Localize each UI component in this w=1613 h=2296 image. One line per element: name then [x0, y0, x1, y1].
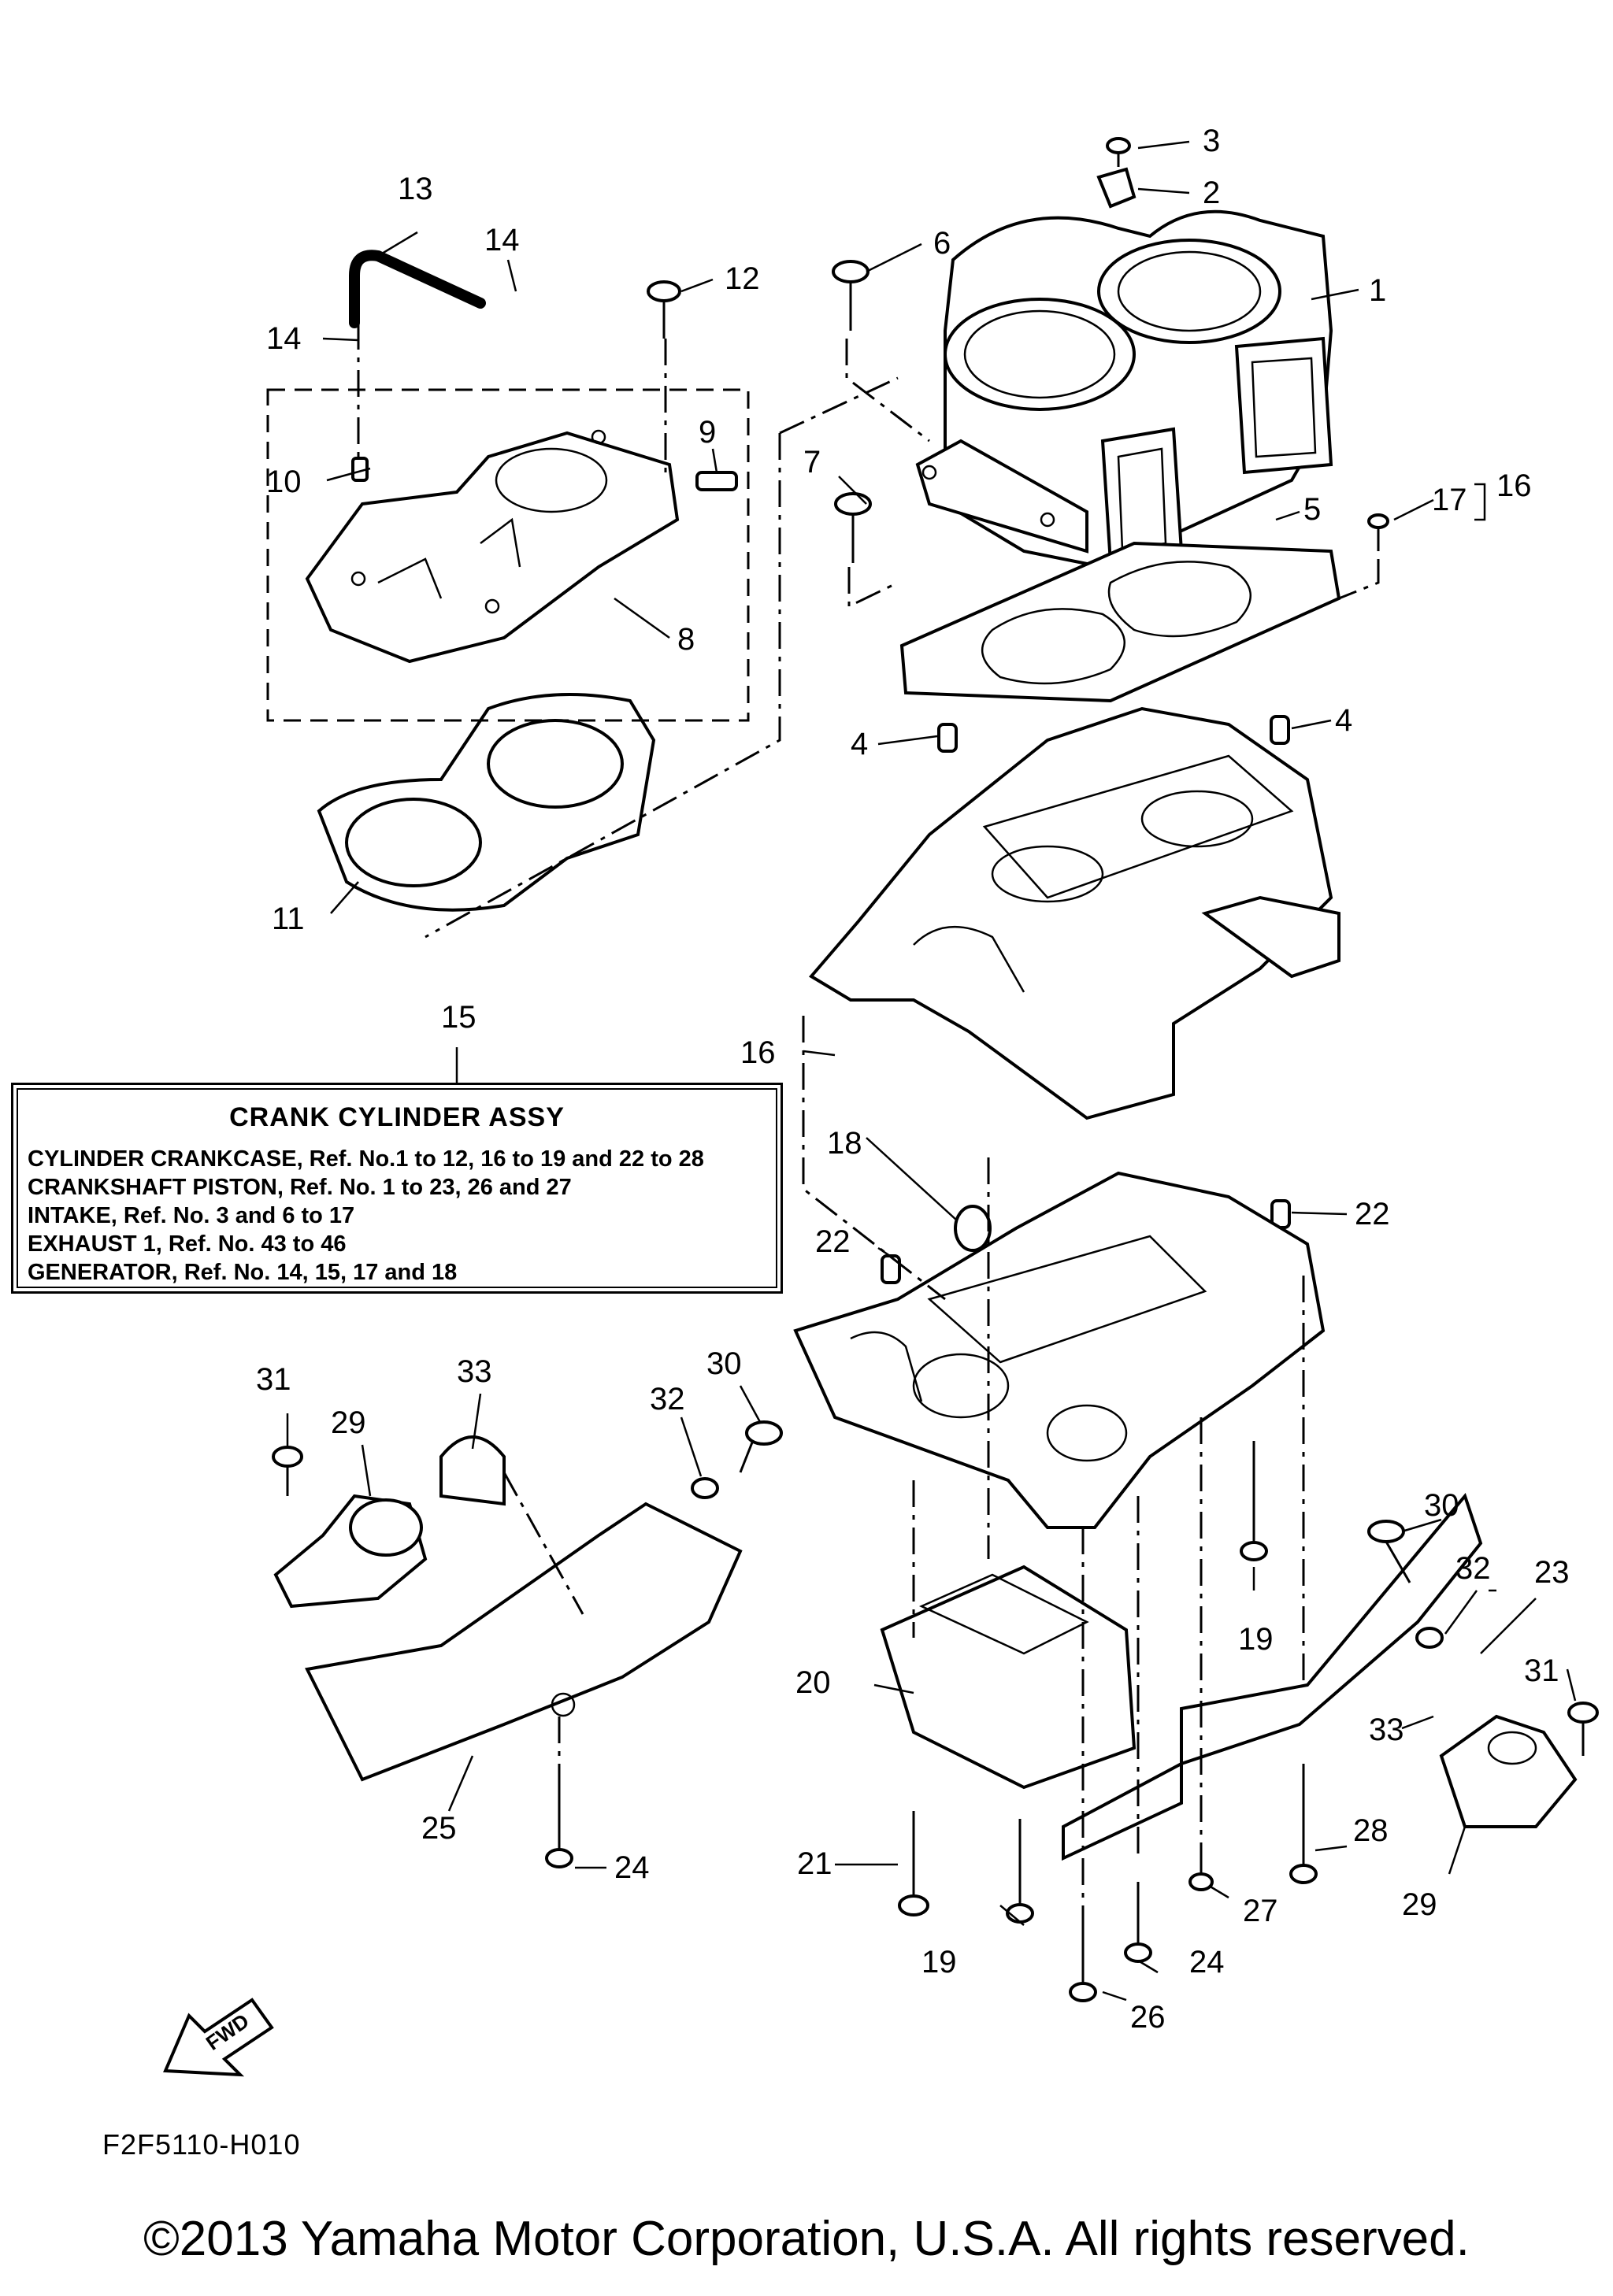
callout-23: 23	[1534, 1555, 1570, 1590]
washer-part	[691, 1477, 1444, 1649]
cylinder-part	[915, 209, 1333, 569]
callout-22a: 22	[1355, 1197, 1390, 1231]
callout-28: 28	[1353, 1813, 1389, 1848]
engine-mount-left-part	[273, 1494, 428, 1609]
callout-7: 7	[803, 445, 821, 480]
callout-31b: 31	[1524, 1653, 1559, 1688]
callout-15: 15	[441, 1000, 476, 1035]
callout-32a: 32	[650, 1382, 685, 1416]
callout-24a: 24	[614, 1850, 650, 1885]
assembly-line: CYLINDER CRANKCASE, Ref. No.1 to 12, 16 …	[28, 1146, 704, 1172]
fitting-part	[695, 471, 738, 491]
bracket-glyph-icon	[1474, 483, 1486, 521]
fwd-arrow-icon: FWD	[163, 1998, 274, 2077]
crankcase-cover-part	[880, 1565, 1137, 1790]
callout-2: 2	[1203, 176, 1220, 210]
assembly-reference-box: CRANK CYLINDER ASSY CYLINDER CRANKCASE, …	[11, 1083, 783, 1294]
callout-31a: 31	[256, 1362, 291, 1397]
callout-20: 20	[795, 1665, 831, 1700]
callout-16a: 16	[1496, 468, 1532, 503]
callout-22b: 22	[815, 1224, 851, 1259]
assembly-reference-list: CYLINDER CRANKCASE, Ref. No.1 to 12, 16 …	[28, 1145, 704, 1287]
assembly-line: INTAKE, Ref. No. 3 and 6 to 17	[28, 1203, 355, 1228]
callout-13: 13	[398, 172, 433, 206]
assembly-line: CRANKSHAFT PISTON, Ref. No. 1 to 23, 26 …	[28, 1175, 572, 1200]
callout-24b: 24	[1189, 1945, 1225, 1979]
callout-25: 25	[421, 1811, 457, 1846]
callout-8: 8	[677, 622, 695, 657]
callout-19b: 19	[921, 1945, 957, 1979]
upper-crankcase-part	[808, 706, 1340, 1120]
bushing-part	[954, 1205, 992, 1252]
assembly-lines	[357, 323, 1380, 1921]
assembly-line: EXHAUST 1, Ref. No. 43 to 46	[28, 1231, 347, 1257]
callout-26: 26	[1130, 2000, 1166, 2035]
callout-16b: 16	[740, 1035, 776, 1070]
engine-mount-right-part	[1062, 1492, 1578, 1861]
callout-12: 12	[725, 261, 760, 296]
cylinder-gasket-part	[899, 541, 1341, 703]
callout-29a: 29	[331, 1405, 366, 1440]
leader-lines	[286, 140, 1577, 2002]
callout-4a: 4	[851, 727, 868, 761]
callout-33b: 33	[1369, 1713, 1404, 1747]
callout-29b: 29	[1402, 1887, 1437, 1922]
callout-11: 11	[272, 902, 305, 936]
callout-32b: 32	[1455, 1551, 1491, 1586]
long-bolt-part	[272, 1420, 1599, 2002]
intake-group-frame	[266, 388, 750, 722]
callout-10: 10	[266, 465, 302, 499]
callout-3: 3	[1203, 124, 1220, 158]
hose-part	[349, 250, 486, 328]
lower-crankcase-part	[793, 1171, 1326, 1529]
bolt-part	[647, 260, 1389, 563]
callout-21: 21	[797, 1846, 832, 1881]
intake-manifold-part	[305, 429, 680, 664]
dowel-pin-part	[881, 715, 1291, 1284]
callout-6: 6	[933, 226, 951, 261]
copyright-notice: ©2013 Yamaha Motor Corporation, U.S.A. A…	[143, 2212, 1470, 2266]
callout-14b: 14	[266, 321, 302, 356]
screw-part	[1106, 137, 1131, 167]
clip-part	[1096, 167, 1137, 209]
assembly-title: CRANK CYLINDER ASSY	[229, 1102, 565, 1132]
callout-4b: 4	[1335, 703, 1352, 738]
bracket-part	[305, 1502, 743, 1782]
callout-17: 17	[1432, 483, 1467, 517]
head-gasket-part	[317, 693, 656, 912]
callout-27: 27	[1243, 1894, 1278, 1928]
callout-33a: 33	[457, 1354, 492, 1389]
callout-30a: 30	[706, 1346, 742, 1381]
callout-5: 5	[1303, 492, 1321, 527]
callout-19a: 19	[1238, 1622, 1274, 1657]
diagram-part-code: F2F5110-H010	[102, 2128, 301, 2161]
callout-14a: 14	[484, 223, 520, 257]
assembly-line: GENERATOR, Ref. No. 14, 15, 17 and 18	[28, 1260, 458, 1285]
callout-labels: 3 2 1 6 12 13 14 14 9 10 7 5 17 16 8 11 …	[256, 124, 1570, 2035]
callout-9: 9	[699, 415, 716, 450]
callout-18: 18	[827, 1126, 862, 1161]
callout-1: 1	[1369, 273, 1386, 308]
callout-30b: 30	[1424, 1488, 1459, 1523]
